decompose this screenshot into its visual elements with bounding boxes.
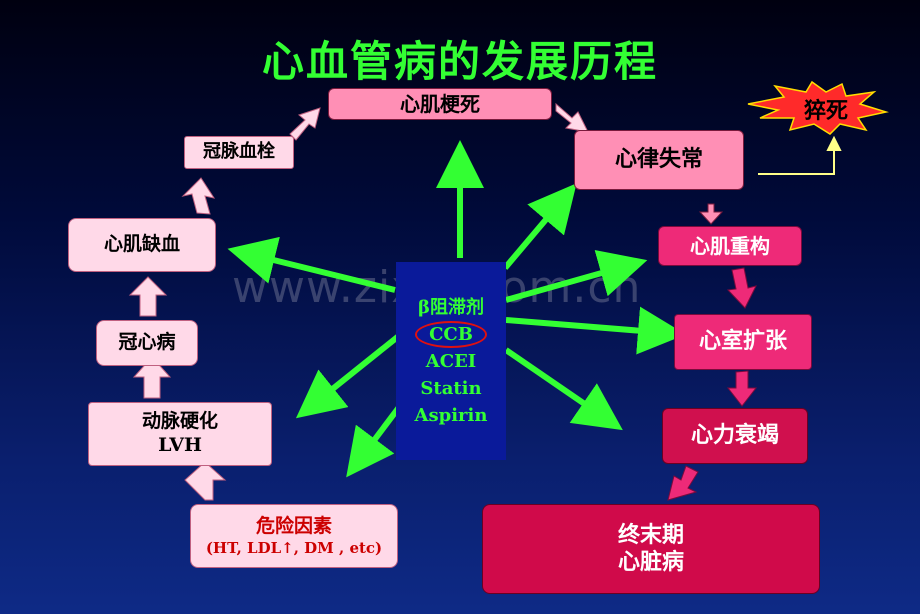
arrow-atherosclerosis-to-chd	[132, 356, 172, 399]
green-arrow-to-arrhythmia	[502, 183, 577, 270]
node-arrhythmia: 心律失常	[574, 130, 744, 190]
node-myocardial-infarction: 心肌梗死	[328, 88, 552, 120]
node-label: 危险因素	[255, 514, 332, 537]
arrow-risk-to-atherosclerosis	[184, 461, 227, 501]
node-label: 心肌缺血	[103, 233, 180, 256]
arrow-ischemia-to-thrombosis	[181, 177, 216, 215]
node-label-line2: 心脏病	[617, 550, 684, 575]
treatment-box: β阻滞剂 CCB ACEI Statin Aspirin	[396, 262, 506, 460]
node-label: 心力衰竭	[690, 423, 779, 449]
node-label: 冠脉血栓	[203, 141, 275, 163]
treatment-beta-blocker: β阻滞剂	[418, 296, 484, 318]
node-heart-failure: 心力衰竭	[662, 408, 808, 464]
node-label: 心律失常	[614, 147, 703, 173]
arrow-arrhythmia-to-sudden-death	[758, 135, 842, 175]
node-risk-factors: 危险因素 (HT, LDL↑, DM , etc)	[190, 504, 398, 568]
node-label-lvh: LVH	[158, 434, 202, 456]
node-ventricular-dilation: 心室扩张	[674, 314, 812, 370]
green-arrow-to-dilation	[505, 306, 686, 355]
node-myocardial-ischemia: 心肌缺血	[68, 218, 216, 272]
treatment-ccb: CCB	[415, 320, 487, 348]
arrow-arrhythmia-to-remodeling	[698, 203, 724, 225]
node-label-line1: 终末期	[617, 522, 684, 548]
arrow-failure-to-end-stage	[667, 465, 699, 501]
progression-arrows-right	[667, 267, 758, 501]
node-end-stage-heart-disease: 终末期 心脏病	[482, 504, 820, 594]
arrow-chd-to-ischemia	[128, 276, 168, 317]
treatment-acei: ACEI	[425, 350, 477, 372]
node-sublabel: (HT, LDL↑, DM , etc)	[205, 538, 383, 557]
node-coronary-heart-disease: 冠心病	[96, 320, 198, 366]
arrow-remodeling-to-dilation	[726, 267, 757, 309]
sudden-death-burst	[747, 80, 889, 135]
treatment-aspirin: Aspirin	[414, 404, 488, 426]
treatment-arrows	[227, 140, 686, 478]
node-myocardial-remodeling: 心肌重构	[658, 226, 802, 266]
arrow-mi-to-arrhythmia	[555, 102, 589, 133]
node-label: 心室扩张	[698, 329, 787, 355]
green-arrow-to-atherosclerosis	[295, 332, 402, 419]
green-arrow-to-failure	[504, 347, 623, 431]
node-label: 心肌重构	[690, 233, 770, 258]
green-arrow-to-remodeling	[505, 250, 648, 303]
arrow-dilation-to-failure	[726, 370, 758, 407]
node-label: 心肌梗死	[400, 91, 480, 116]
node-label-atherosclerosis: 动脉硬化	[141, 410, 218, 433]
progression-arrows-left	[128, 102, 589, 501]
arrow-thrombosis-to-mi	[289, 107, 321, 141]
node-atherosclerosis-lvh: 动脉硬化 LVH	[88, 402, 272, 466]
treatment-statin: Statin	[420, 377, 482, 399]
sudden-death-label: 猝死	[803, 99, 848, 124]
node-label: 冠心病	[118, 331, 176, 354]
node-coronary-thrombosis: 冠脉血栓	[184, 136, 294, 169]
slide-title: 心血管病的发展历程	[261, 37, 658, 86]
green-arrow-to-ischemia	[227, 236, 396, 293]
